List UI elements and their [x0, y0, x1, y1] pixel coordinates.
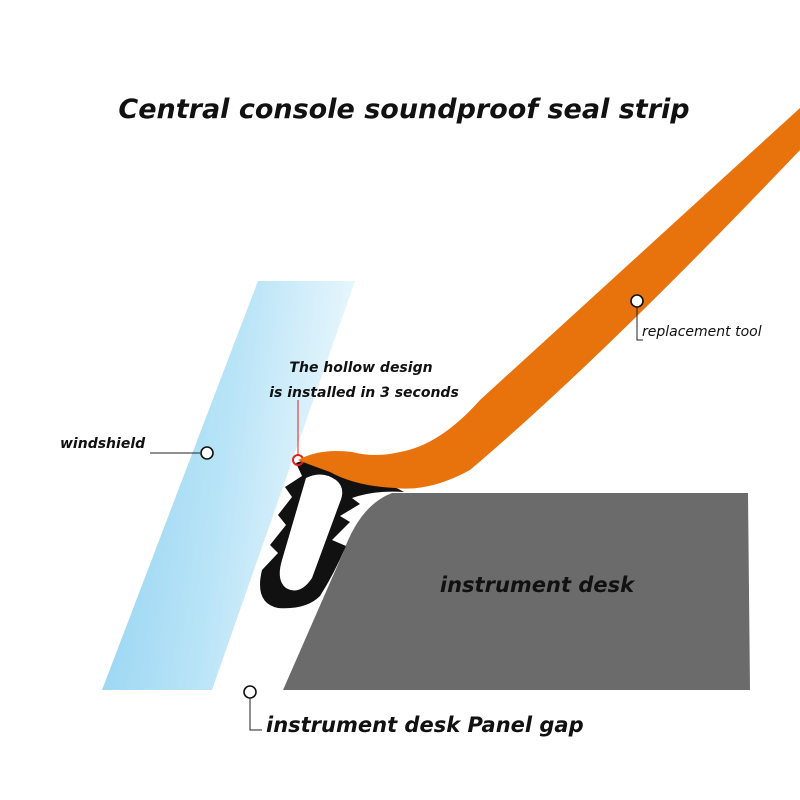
panel-gap-marker — [243, 685, 257, 699]
replacement-tool-leader — [636, 301, 643, 341]
instrument-desk-label: instrument desk — [440, 573, 636, 597]
instrument-desk-shape — [283, 493, 750, 690]
windshield-shape — [102, 281, 355, 690]
panel-gap-label: instrument desk Panel gap — [266, 713, 584, 737]
seal-hollow-core — [279, 474, 343, 591]
replacement-tool-label: replacement tool — [642, 324, 762, 340]
replacement-tool-marker — [630, 294, 644, 308]
panel-gap-leader — [249, 698, 262, 731]
hollow-design-label-line1: The hollow design — [289, 360, 432, 376]
windshield-label: windshield — [60, 436, 146, 452]
replacement-tool-shape — [298, 108, 800, 489]
hollow-design-label-line2: is installed in 3 seconds — [269, 385, 459, 401]
diagram-title: Central console soundproof seal strip — [118, 94, 689, 125]
windshield-marker — [200, 446, 214, 460]
